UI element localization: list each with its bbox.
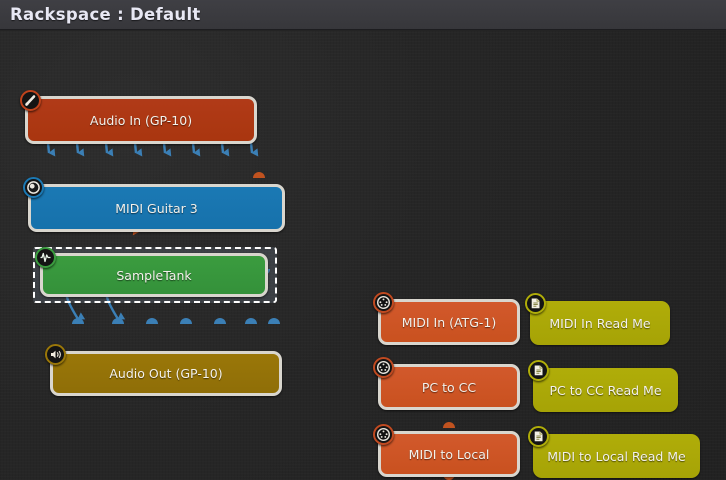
block-label: Audio In (GP-10) xyxy=(89,112,193,128)
rackspace-canvas[interactable]: Audio In (GP-10) MIDI Guitar 3 SampleTan… xyxy=(0,31,726,480)
page-title: Rackspace : Default xyxy=(10,5,201,24)
block-label: MIDI Guitar 3 xyxy=(115,200,198,216)
block-pc-to-cc-read-me[interactable]: PC to CC Read Me xyxy=(533,368,678,412)
document-page-icon[interactable] xyxy=(528,426,549,447)
block-midi-in-atg-1[interactable]: MIDI In (ATG-1) xyxy=(378,299,520,345)
block-label: MIDI In Read Me xyxy=(549,315,651,331)
plugin-disc-icon[interactable] xyxy=(23,177,44,198)
block-label: Audio Out (GP-10) xyxy=(109,366,223,381)
block-label: MIDI to Local xyxy=(408,446,490,462)
document-page-icon[interactable] xyxy=(528,360,549,381)
block-pc-to-cc[interactable]: PC to CC xyxy=(378,364,520,410)
block-midi-guitar-3[interactable]: MIDI Guitar 3 xyxy=(28,184,285,232)
block-sampletank[interactable]: SampleTank xyxy=(40,253,268,297)
block-label: PC to CC Read Me xyxy=(549,382,662,398)
block-midi-to-local[interactable]: MIDI to Local xyxy=(378,431,520,477)
midi-din-icon[interactable] xyxy=(373,357,394,378)
block-label: MIDI to Local Read Me xyxy=(547,448,686,464)
document-page-icon[interactable] xyxy=(525,293,546,314)
waveform-circle-icon[interactable] xyxy=(35,247,56,268)
block-midi-to-local-read-me[interactable]: MIDI to Local Read Me xyxy=(533,434,700,478)
audio-input-plug-icon[interactable] xyxy=(20,90,41,111)
block-label: MIDI In (ATG-1) xyxy=(401,314,497,330)
block-label: PC to CC xyxy=(421,379,477,395)
midi-din-icon[interactable] xyxy=(373,292,394,313)
speaker-output-icon[interactable] xyxy=(45,344,66,365)
midi-din-icon[interactable] xyxy=(373,424,394,445)
block-audio-out[interactable]: Audio Out (GP-10) xyxy=(50,351,282,396)
window-titlebar: Rackspace : Default xyxy=(0,0,726,30)
block-label: SampleTank xyxy=(116,267,192,283)
block-midi-in-read-me[interactable]: MIDI In Read Me xyxy=(530,301,670,345)
block-audio-in[interactable]: Audio In (GP-10) xyxy=(25,96,257,144)
